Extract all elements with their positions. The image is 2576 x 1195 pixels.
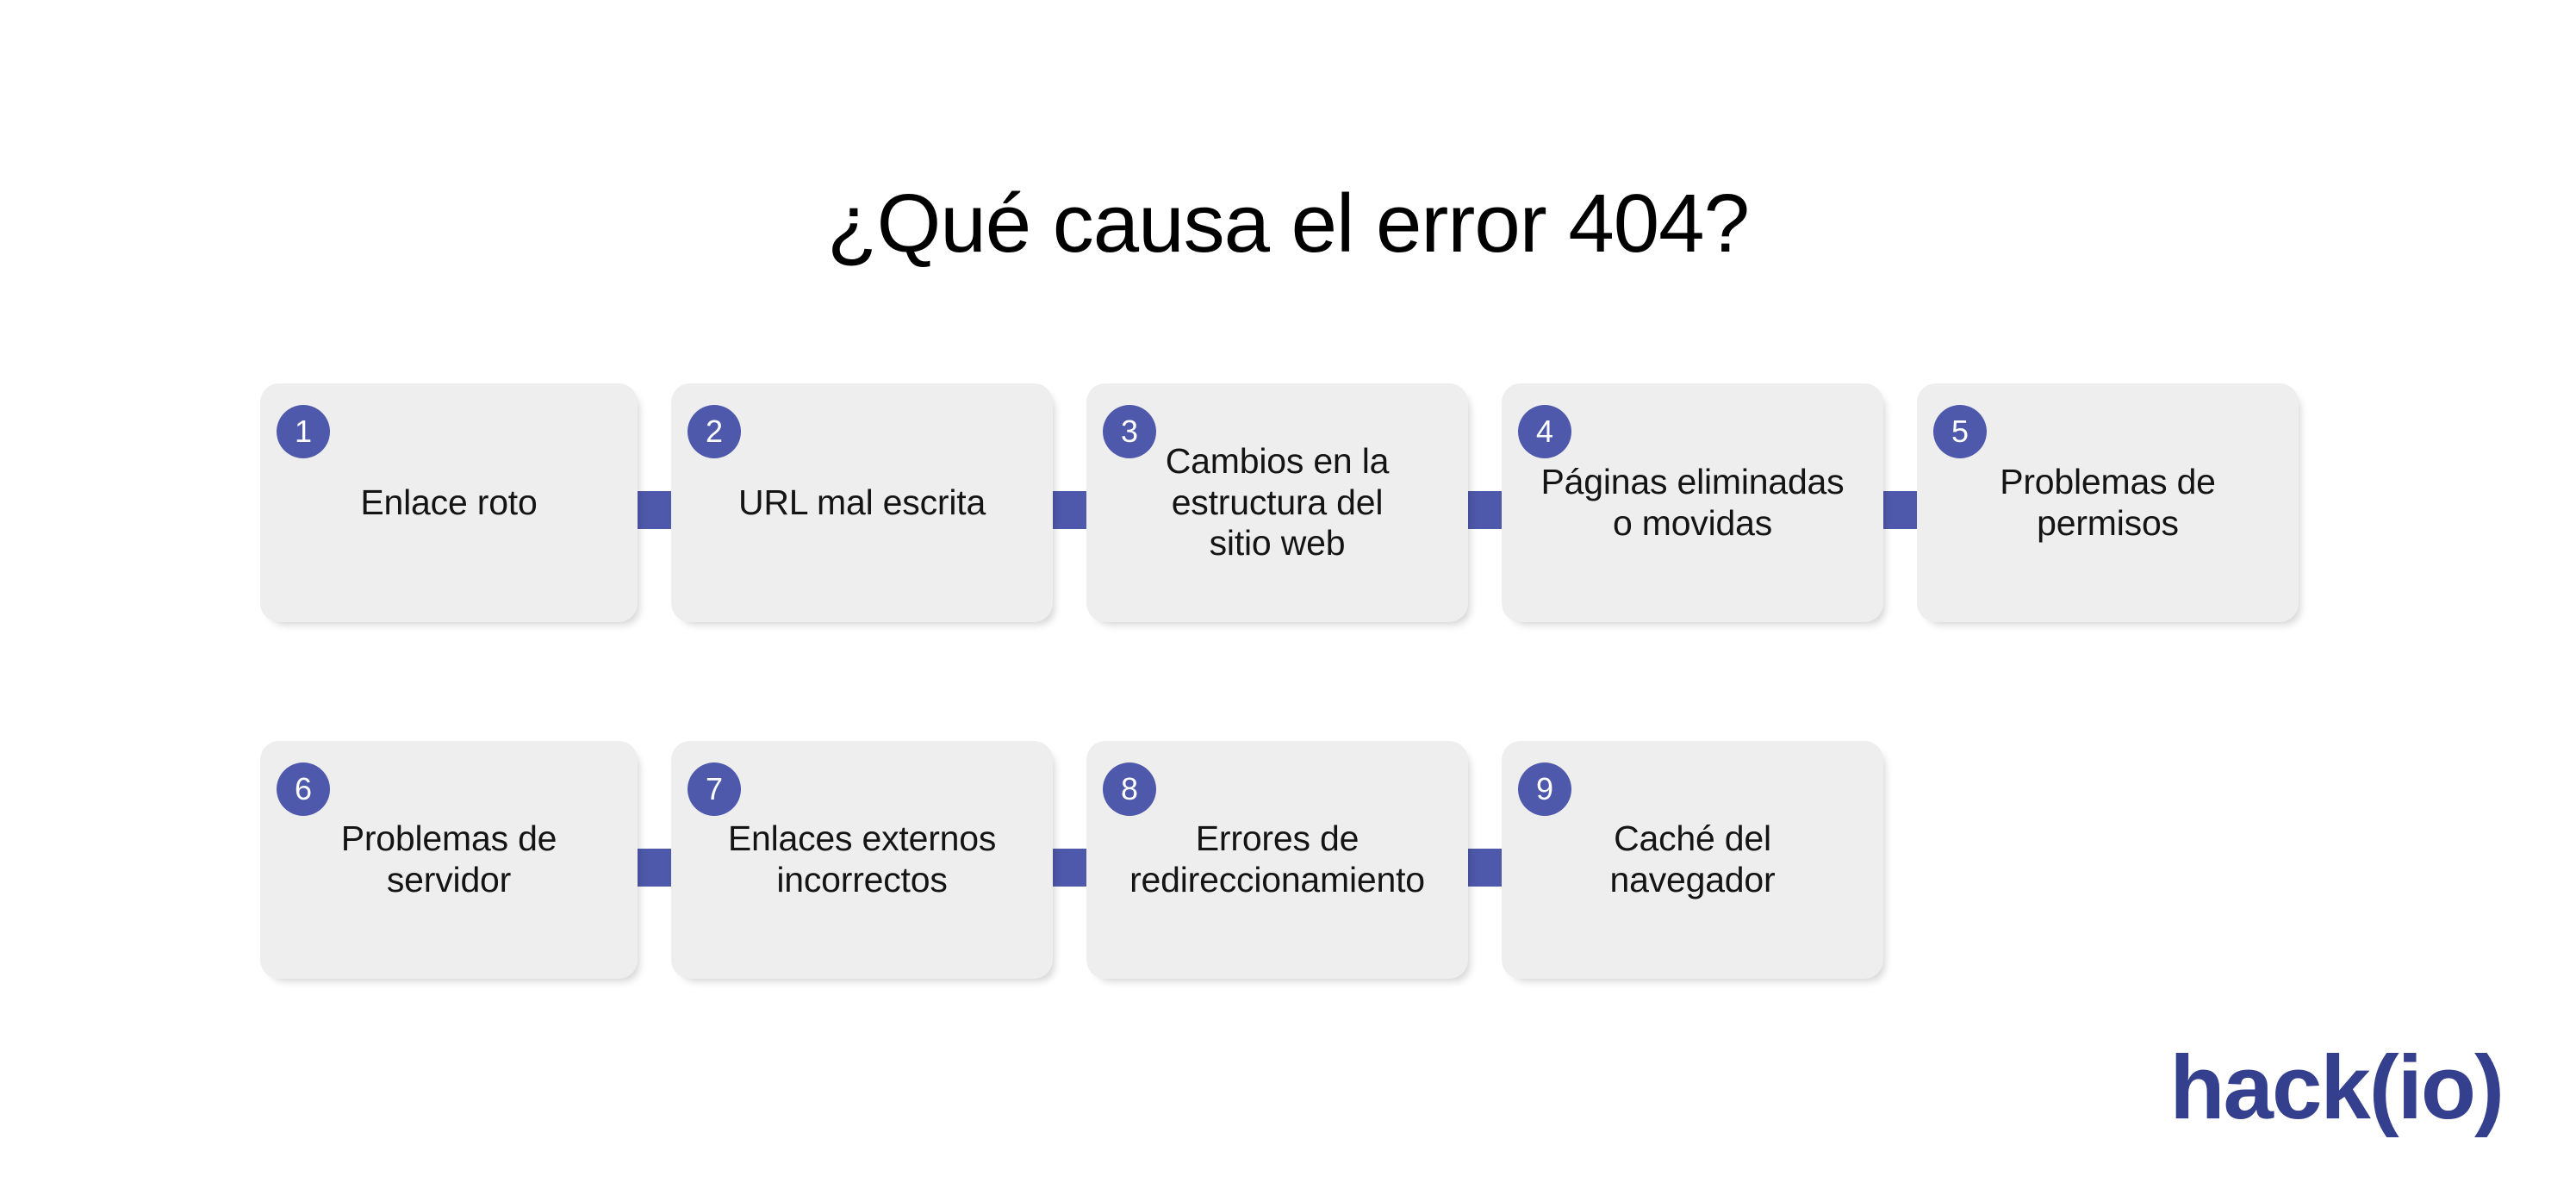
step-card-label: Caché del navegador <box>1609 818 1776 899</box>
step-card-label: Problemas de servidor <box>340 818 557 899</box>
step-number-badge: 1 <box>277 405 330 458</box>
step-card-label: Cambios en la estructura del sitio web <box>1165 441 1390 563</box>
step-number-badge: 6 <box>277 762 330 816</box>
step-card-label: Enlace roto <box>360 482 538 522</box>
step-number-badge: 8 <box>1103 762 1156 816</box>
step-number-badge: 3 <box>1103 405 1156 458</box>
flow-connector <box>1468 849 1502 887</box>
flow-connector <box>1053 491 1086 529</box>
step-number-badge: 9 <box>1518 762 1571 816</box>
step-card-label: Enlaces externos incorrectos <box>727 818 997 899</box>
step-card-label: Errores de redireccionamiento <box>1129 818 1425 899</box>
step-card-label: Problemas de permisos <box>2000 461 2216 543</box>
step-number-badge: 7 <box>688 762 741 816</box>
brand-logo: hack(io) <box>2169 1037 2504 1138</box>
step-card-label: Páginas eliminadas o movidas <box>1540 461 1845 543</box>
page-title: ¿Qué causa el error 404? <box>827 177 1750 271</box>
step-number-badge: 2 <box>688 405 741 458</box>
flow-connector <box>638 849 671 887</box>
step-card-label: URL mal escrita <box>737 482 986 522</box>
step-number-badge: 5 <box>1933 405 1987 458</box>
flow-connector <box>638 491 671 529</box>
flow-connector <box>1053 849 1086 887</box>
flow-connector <box>1883 491 1917 529</box>
step-number-badge: 4 <box>1518 405 1571 458</box>
flow-connector <box>1468 491 1502 529</box>
